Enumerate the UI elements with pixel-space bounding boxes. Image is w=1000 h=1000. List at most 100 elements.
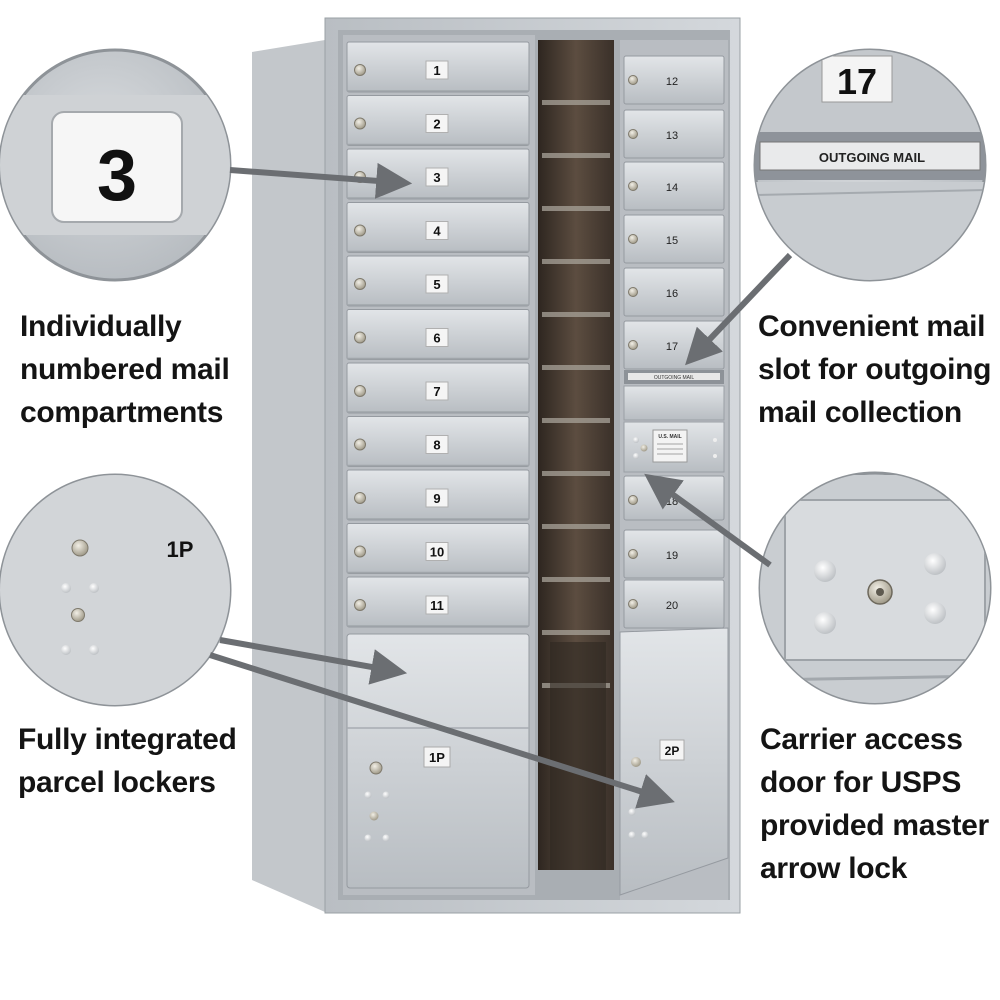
mail-door-15[interactable]: 15 bbox=[623, 214, 725, 264]
arrow-to-parcel-2p bbox=[209, 652, 675, 809]
zoom-parcel-lock-icon bbox=[71, 539, 89, 557]
door-lock-icon bbox=[628, 495, 638, 505]
mail-door-12[interactable]: 12 bbox=[623, 55, 725, 105]
door-lock-icon bbox=[628, 75, 638, 85]
feature-line: provided master bbox=[760, 809, 989, 842]
door-lock-icon bbox=[354, 278, 366, 290]
left-door-column: 1 2 3 4 5 6 7 8 9 10 11 bbox=[346, 41, 530, 628]
door-number: 3 bbox=[433, 170, 440, 185]
door-number: 16 bbox=[666, 288, 678, 300]
pointer-arrows bbox=[209, 162, 793, 809]
feature-line: door for USPS bbox=[760, 766, 962, 799]
mail-door-1[interactable]: 1 bbox=[346, 41, 530, 93]
door-number: 4 bbox=[433, 224, 441, 239]
outgoing-slot-label: OUTGOING MAIL bbox=[654, 375, 695, 381]
door-lock-icon bbox=[628, 129, 638, 139]
feature-line: compartments bbox=[20, 396, 224, 429]
door-number: 20 bbox=[666, 600, 678, 612]
door-number: 14 bbox=[666, 182, 678, 194]
feature-line: slot for outgoing bbox=[758, 353, 992, 386]
carrier-access-panel[interactable]: U.S. MAIL bbox=[623, 421, 725, 473]
door-number: 8 bbox=[433, 438, 440, 453]
arrow-to-parcel-1p bbox=[219, 637, 408, 685]
mail-door-6[interactable]: 6 bbox=[346, 309, 530, 360]
mail-door-5[interactable]: 5 bbox=[346, 255, 530, 307]
arrow-to-number bbox=[229, 162, 413, 199]
door-lock-icon bbox=[628, 549, 638, 559]
door-number: 11 bbox=[430, 598, 444, 613]
mail-door-8[interactable]: 8 bbox=[346, 416, 530, 467]
mail-door-11[interactable]: 11 bbox=[346, 576, 530, 628]
feature-line: Convenient mail bbox=[758, 310, 986, 343]
door-number: 7 bbox=[433, 384, 440, 399]
mail-door-9[interactable]: 9 bbox=[346, 469, 530, 521]
mail-door-10[interactable]: 10 bbox=[346, 523, 530, 574]
mail-door-14[interactable]: 14 bbox=[623, 161, 725, 211]
parcel-locker-2p[interactable]: 2P bbox=[619, 627, 729, 896]
door-number: 6 bbox=[433, 331, 440, 346]
arrow-to-carrier-door bbox=[644, 473, 772, 568]
feature-line: Individually bbox=[20, 310, 182, 343]
mail-door-17[interactable]: 17 bbox=[623, 320, 725, 370]
outgoing-mail-slot[interactable]: OUTGOING MAIL bbox=[624, 370, 724, 384]
door-lock-icon bbox=[354, 545, 366, 558]
callout-slot-zoom: 17 OUTGOING MAIL bbox=[753, 48, 987, 282]
door-lock-icon bbox=[354, 385, 366, 397]
mail-door-13[interactable]: 13 bbox=[623, 109, 725, 159]
feature-numbered-compartments: Individually numbered mail compartments bbox=[20, 305, 230, 434]
door-lock-icon bbox=[354, 438, 366, 451]
mailbox-side bbox=[252, 40, 325, 912]
zoom-parcel-label: 1P bbox=[167, 537, 194, 562]
feature-line: arrow lock bbox=[760, 852, 908, 885]
mail-door-2[interactable]: 2 bbox=[346, 95, 530, 146]
feature-line: parcel lockers bbox=[18, 766, 216, 799]
callout-carrier-zoom bbox=[758, 471, 992, 705]
feature-outgoing-slot: Convenient mail slot for outgoing mail c… bbox=[758, 305, 991, 434]
door-lock-icon bbox=[628, 287, 638, 297]
parcel-lock-icon bbox=[369, 761, 383, 775]
parcel-locker-1p[interactable]: 1P bbox=[346, 633, 530, 889]
door-number: 10 bbox=[430, 545, 444, 560]
feature-parcel-lockers: Fully integrated parcel lockers bbox=[18, 718, 237, 804]
zoom-slot-label: OUTGOING MAIL bbox=[819, 150, 925, 165]
mail-door-4[interactable]: 4 bbox=[346, 202, 530, 253]
mail-door-7[interactable]: 7 bbox=[346, 362, 530, 414]
door-number: 17 bbox=[666, 341, 678, 353]
door-number: 1 bbox=[433, 63, 440, 78]
feature-line: numbered mail bbox=[20, 353, 230, 386]
door-number: 19 bbox=[666, 550, 678, 562]
door-lock-icon bbox=[628, 340, 638, 350]
door-lock-icon bbox=[354, 331, 366, 344]
feature-line: Fully integrated bbox=[18, 723, 237, 756]
feature-line: Carrier access bbox=[760, 723, 963, 756]
door-number: 12 bbox=[666, 76, 678, 88]
feature-line: mail collection bbox=[758, 396, 962, 429]
door-lock-icon bbox=[628, 599, 638, 609]
parcel-label-2p: 2P bbox=[665, 744, 680, 758]
zoom-number-label: 3 bbox=[97, 136, 137, 216]
door-lock-icon bbox=[354, 492, 366, 504]
door-lock-icon bbox=[628, 234, 638, 244]
door-lock-icon bbox=[354, 599, 366, 611]
arrow-to-slot bbox=[685, 252, 793, 366]
zoom-door-number: 17 bbox=[837, 61, 877, 102]
callout-number-zoom: 3 bbox=[0, 48, 232, 282]
door-lock-icon bbox=[354, 224, 366, 237]
door-lock-icon bbox=[354, 117, 366, 130]
door-number: 15 bbox=[666, 235, 678, 247]
door-number: 9 bbox=[433, 491, 440, 506]
mail-door-16[interactable]: 16 bbox=[623, 267, 725, 317]
usps-plate-label: U.S. MAIL bbox=[658, 434, 681, 440]
door-lock-icon bbox=[628, 181, 638, 191]
door-number: 13 bbox=[666, 130, 678, 142]
callout-parcel-zoom: 1P bbox=[0, 473, 232, 707]
parcel-label-1p: 1P bbox=[429, 750, 445, 765]
interior-shelves bbox=[542, 100, 610, 688]
mail-door-19[interactable]: 19 bbox=[623, 529, 725, 579]
mail-door-3[interactable]: 3 bbox=[346, 148, 530, 200]
mail-door-20[interactable]: 20 bbox=[623, 579, 725, 629]
feature-carrier-access: Carrier access door for USPS provided ma… bbox=[760, 718, 989, 890]
